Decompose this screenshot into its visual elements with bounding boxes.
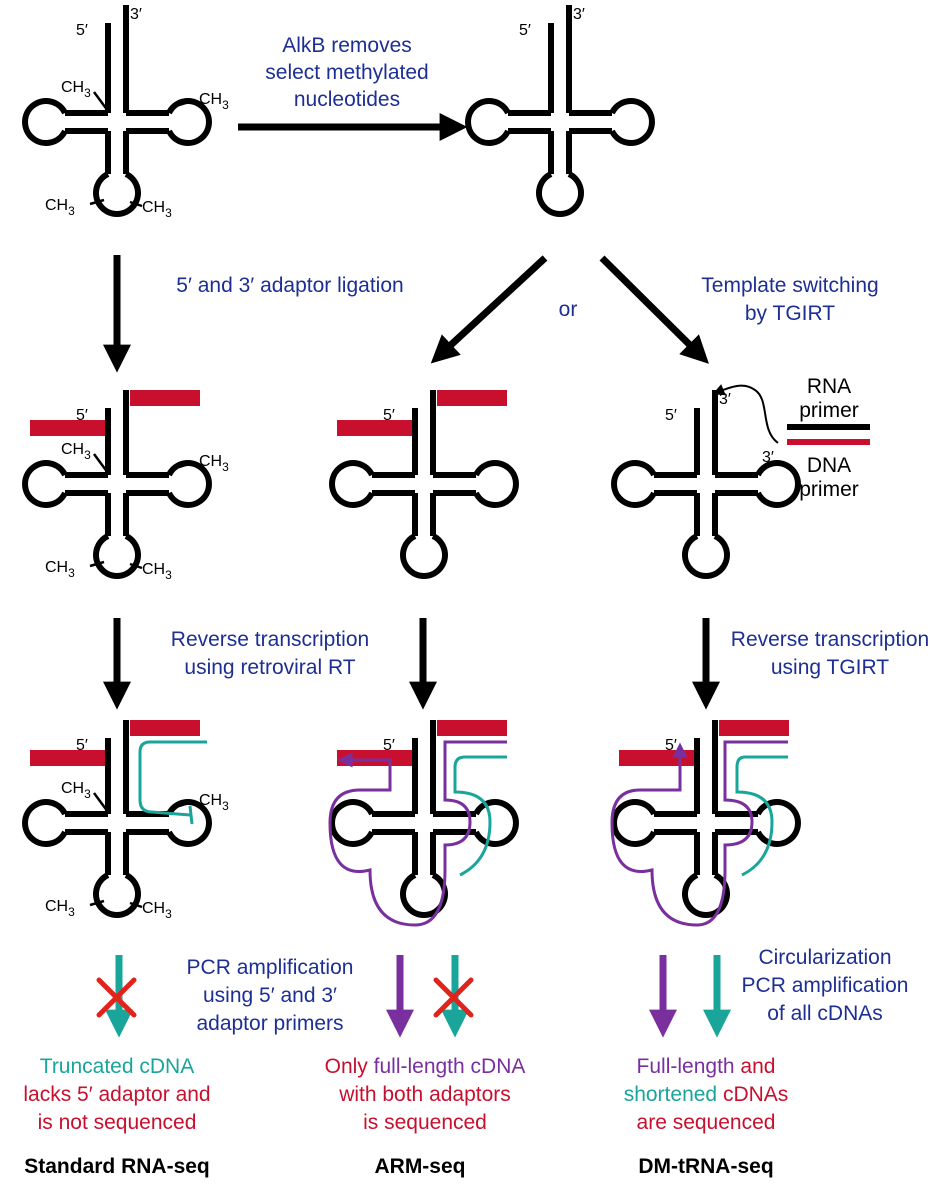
trna-dm-rt: 5′3′: [610, 720, 801, 927]
circularization-label: PCR amplification: [742, 974, 909, 997]
methyl-label: CH3: [45, 559, 75, 580]
five-prime-label: 5′: [76, 737, 88, 754]
pcr-label: adaptor primers: [196, 1012, 343, 1035]
five-prime-adaptor: [30, 750, 105, 766]
five-prime-label: 5′: [76, 407, 88, 424]
trna-dm-template: 5′ 3′: [611, 390, 801, 579]
five-prime-label: 5′: [665, 407, 677, 424]
five-prime-adaptor: [337, 420, 412, 436]
methyl-label: CH3: [45, 898, 75, 919]
arrow-to-dm: [599, 255, 709, 364]
outcome-arm: is sequenced: [363, 1111, 487, 1134]
trna-arm-ligated: 5′3′: [329, 390, 519, 579]
three-prime-label: 3′: [130, 6, 142, 23]
methyl-label: CH3: [61, 780, 91, 801]
or-label: or: [559, 298, 578, 321]
outcome-standard: Truncated cDNA: [40, 1055, 194, 1078]
tgirt-primers: [712, 384, 870, 445]
outcome-dm: are sequenced: [637, 1111, 776, 1134]
alkb-label: select methylated: [265, 61, 428, 84]
full-length-cdna: [610, 740, 788, 927]
primer-three-prime: 3′: [762, 449, 774, 466]
three-prime-adaptor: [437, 720, 507, 736]
trna-demethylated: 5′ 3′: [465, 5, 655, 217]
arrow-to-arm: [430, 255, 548, 364]
outcome-arm: with both adaptors: [338, 1083, 511, 1106]
five-prime-adaptor: [30, 420, 105, 436]
three-prime-label: 3′: [573, 6, 585, 23]
rt-retroviral-label: using retroviral RT: [184, 656, 355, 679]
methyl-label: CH3: [199, 91, 229, 112]
five-prime-label: 5′: [665, 737, 677, 754]
alkb-label: nucleotides: [294, 88, 400, 111]
methyl-label: CH3: [61, 441, 91, 462]
five-prime-label: 5′: [383, 737, 395, 754]
method-title: DM-tRNA-seq: [638, 1155, 773, 1178]
rt-tgirt-label: Reverse transcription: [731, 628, 929, 651]
outcome-standard: is not sequenced: [38, 1111, 197, 1134]
rt-retroviral-label: Reverse transcription: [171, 628, 369, 651]
method-title: ARM-seq: [374, 1155, 465, 1178]
five-prime-label: 5′: [519, 22, 531, 39]
methyl-label: CH3: [61, 79, 91, 100]
x-mark-standard: [96, 977, 137, 1018]
flow-arrows: [96, 113, 731, 1038]
circularization-label: Circularization: [758, 946, 891, 969]
methyl-label: CH3: [142, 199, 172, 220]
trna-arm-rt: 5′3′: [328, 720, 519, 927]
three-prime-adaptor: [719, 720, 789, 736]
ligation-label: 5′ and 3′ adaptor ligation: [176, 274, 403, 297]
three-prime-adaptor: [130, 720, 200, 736]
pcr-label: using 5′ and 3′: [203, 984, 337, 1007]
dna-primer-label: DNA: [807, 454, 851, 477]
methyl-label: CH3: [142, 561, 172, 582]
five-prime-label: 5′: [76, 22, 88, 39]
template-switch-curve: [712, 384, 779, 444]
truncated-cdna: [138, 740, 207, 817]
three-prime-adaptor: [130, 390, 200, 406]
pcr-label: PCR amplification: [187, 956, 354, 979]
methyl-label: CH3: [45, 197, 75, 218]
three-prime-adaptor: [437, 390, 507, 406]
alkb-label: AlkB removes: [282, 34, 412, 57]
circularization-label: of all cDNAs: [767, 1002, 883, 1025]
truncated-cdna: [453, 755, 507, 877]
methyl-label: CH3: [199, 453, 229, 474]
x-mark-arm: [433, 977, 474, 1018]
dna-primer-label: primer: [799, 478, 859, 501]
method-title: Standard RNA-seq: [24, 1155, 210, 1178]
three-prime-label: 3′: [719, 391, 731, 408]
outcome-arm: Only full-length cDNA: [325, 1055, 526, 1078]
full-length-cdna: [328, 740, 507, 927]
outcome-dm: Full-length and: [637, 1055, 776, 1078]
five-prime-label: 5′: [383, 407, 395, 424]
five-prime-adaptor: [337, 750, 412, 766]
template-switching-label: by TGIRT: [745, 302, 835, 325]
shortened-cdna: [735, 755, 788, 877]
template-switching-label: Template switching: [701, 274, 878, 297]
methyl-label: CH3: [142, 900, 172, 921]
five-prime-adaptor: [619, 750, 694, 766]
outcome-dm: shortened cDNAs: [624, 1083, 789, 1106]
rt-tgirt-label: using TGIRT: [771, 656, 889, 679]
methyl-label: CH3: [199, 792, 229, 813]
rna-primer-label: primer: [799, 399, 859, 422]
outcome-standard: lacks 5′ adaptor and: [23, 1083, 210, 1106]
rna-primer-label: RNA: [807, 375, 851, 398]
